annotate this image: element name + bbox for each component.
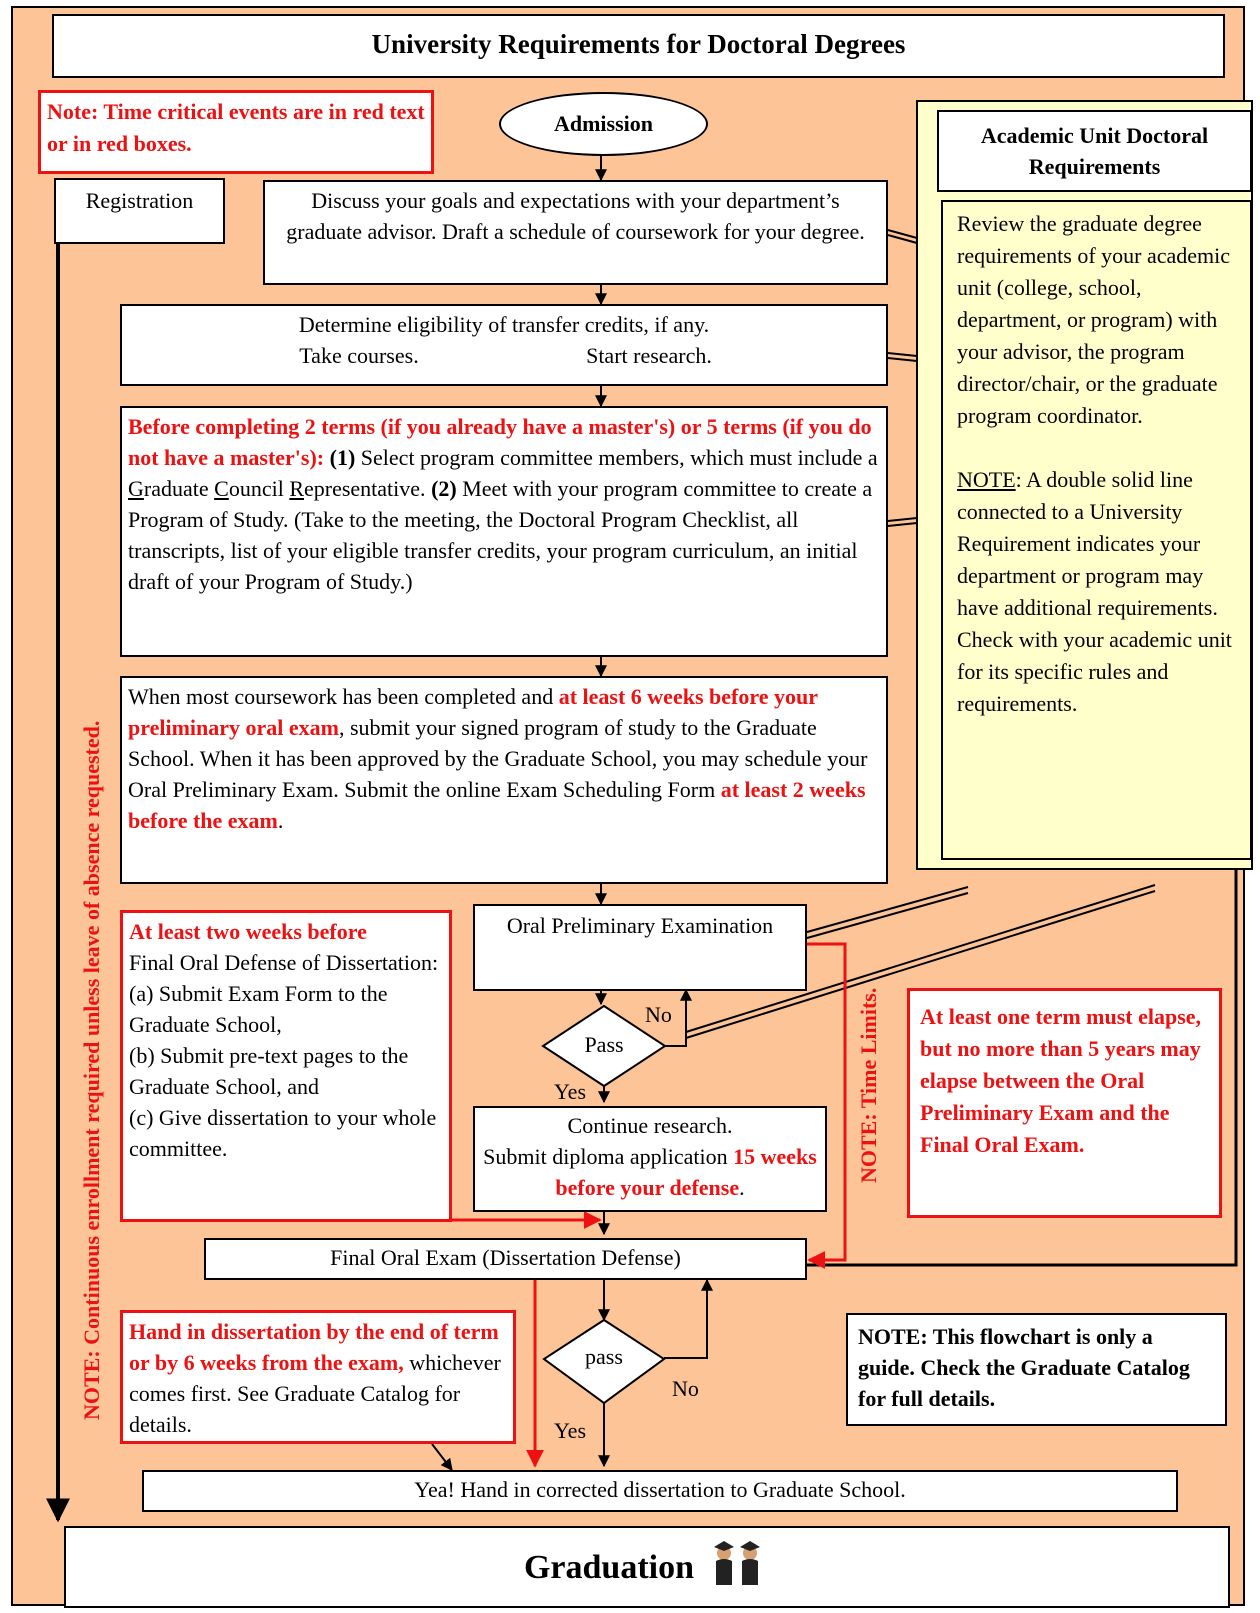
yea-box: Yea! Hand in corrected dissertation to G… (142, 1470, 1178, 1512)
yes-label: Yes (554, 1079, 587, 1104)
one-term-box: At least one term must elapse, but no mo… (907, 988, 1222, 1218)
graduates-icon (714, 1541, 761, 1586)
admission-ellipse: Admission (499, 92, 708, 156)
time-limits-note: NOTE: Time Limits. (856, 987, 881, 1183)
academic-unit-title: Academic Unit Doctoral Requirements (937, 110, 1252, 192)
no2-label: No (672, 1376, 699, 1401)
page-title: University Requirements for Doctoral Deg… (52, 14, 1225, 78)
decision-pass2-diamond (542, 1318, 666, 1405)
academic-unit-body: Review the graduate degree requirements … (941, 200, 1252, 860)
arrow-pass-no (665, 988, 692, 1047)
double-lines (685, 229, 1156, 1039)
academic-unit-return-line (807, 870, 1238, 1267)
decision-pass-diamond (541, 1004, 667, 1088)
yes2-label: Yes (554, 1418, 587, 1443)
pass-label: Pass (584, 1032, 624, 1057)
flowchart-note-box: NOTE: This flowchart is only a guide. Ch… (846, 1313, 1227, 1426)
continue-research-box: Continue research. Submit diploma applic… (473, 1106, 827, 1212)
registration-box: Registration (54, 178, 225, 244)
discuss-goals-box: Discuss your goals and expectations with… (263, 180, 888, 285)
coursework-box: When most coursework has been completed … (120, 676, 888, 884)
graduation-box: Graduation (64, 1526, 1230, 1608)
final-oral-box: Final Oral Exam (Dissertation Defense) (204, 1238, 807, 1280)
transfer-credits-box: Determine eligibility of transfer credit… (120, 304, 888, 386)
continuous-enrollment-note: NOTE: Continuous enrollment required unl… (79, 720, 104, 1420)
committee-box: Before completing 2 terms (if you alread… (120, 406, 888, 657)
arrow-pass2-no (664, 1278, 713, 1359)
note-time-critical: Note: Time critical events are in red te… (38, 90, 434, 174)
oral-preliminary-box: Oral Preliminary Examination (473, 904, 807, 991)
arrow-handin-yea (431, 1443, 453, 1471)
hand-in-box: Hand in dissertation by the end of term … (120, 1310, 516, 1444)
two-weeks-box: At least two weeks before Final Oral Def… (120, 910, 452, 1222)
pass2-label: pass (585, 1344, 623, 1369)
no-label: No (645, 1002, 672, 1027)
red-time-limit-line (807, 942, 847, 1269)
